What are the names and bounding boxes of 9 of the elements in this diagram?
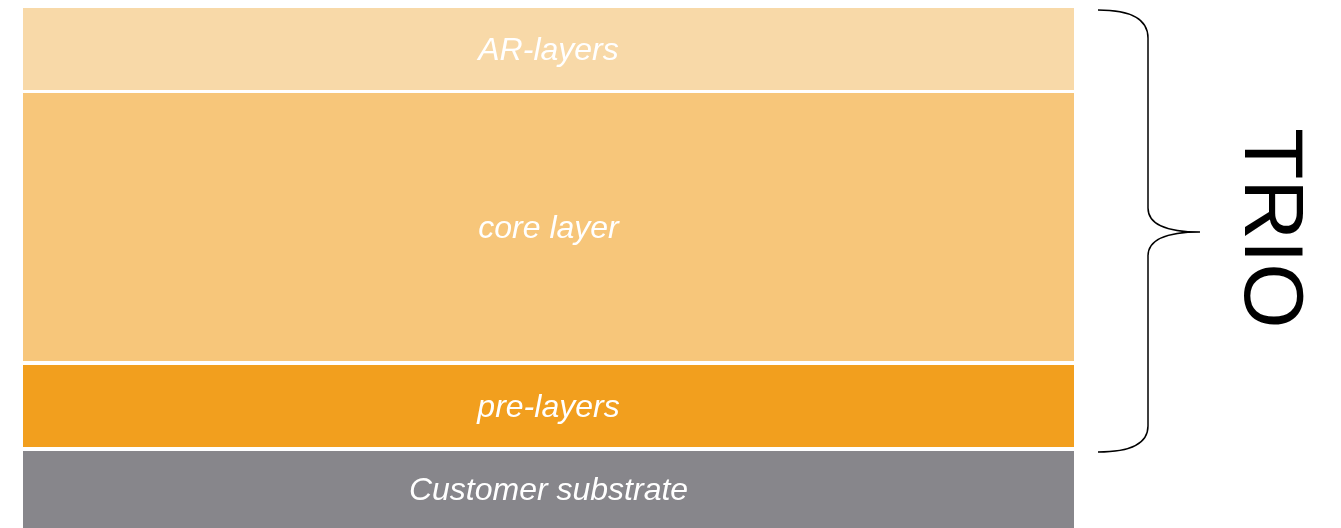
- substrate-band: [23, 451, 1074, 528]
- layer-label: core layer: [478, 208, 619, 246]
- pre-layer-band: [23, 365, 1074, 447]
- layer-label: Customer substrate: [408, 471, 689, 508]
- ar-layer-band: [23, 8, 1074, 90]
- layer-label: pre-layers: [477, 387, 620, 425]
- layer-label: AR-layers: [478, 30, 619, 68]
- group-label: TRIO: [1232, 128, 1316, 329]
- core-layer-band: [23, 93, 1074, 361]
